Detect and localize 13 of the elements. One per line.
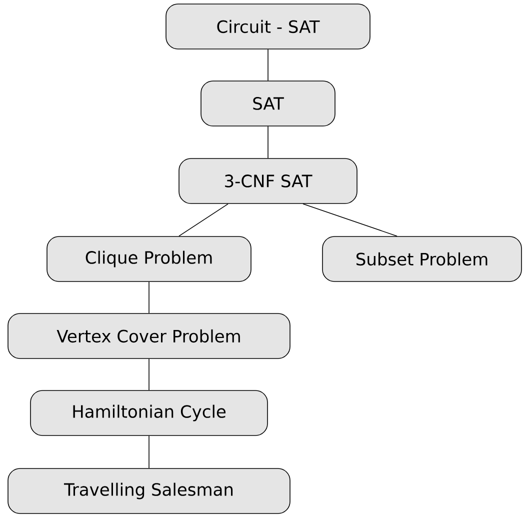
connector-line (178, 204, 228, 236)
connector-line (302, 204, 398, 236)
process-box: Travelling Salesman (8, 468, 290, 514)
process-box: Hamiltonian Cycle (30, 390, 268, 436)
process-box: SAT (200, 80, 336, 126)
process-box: 3-CNF SAT (178, 158, 358, 204)
connector-line (148, 282, 150, 314)
process-box: Circuit - SAT (166, 4, 370, 50)
process-box: Clique Problem (46, 236, 252, 282)
process-box: Vertex Cover Problem (8, 313, 290, 359)
connector-line (148, 436, 150, 468)
process-box: Subset Problem (322, 236, 522, 282)
connector-line (148, 358, 150, 390)
